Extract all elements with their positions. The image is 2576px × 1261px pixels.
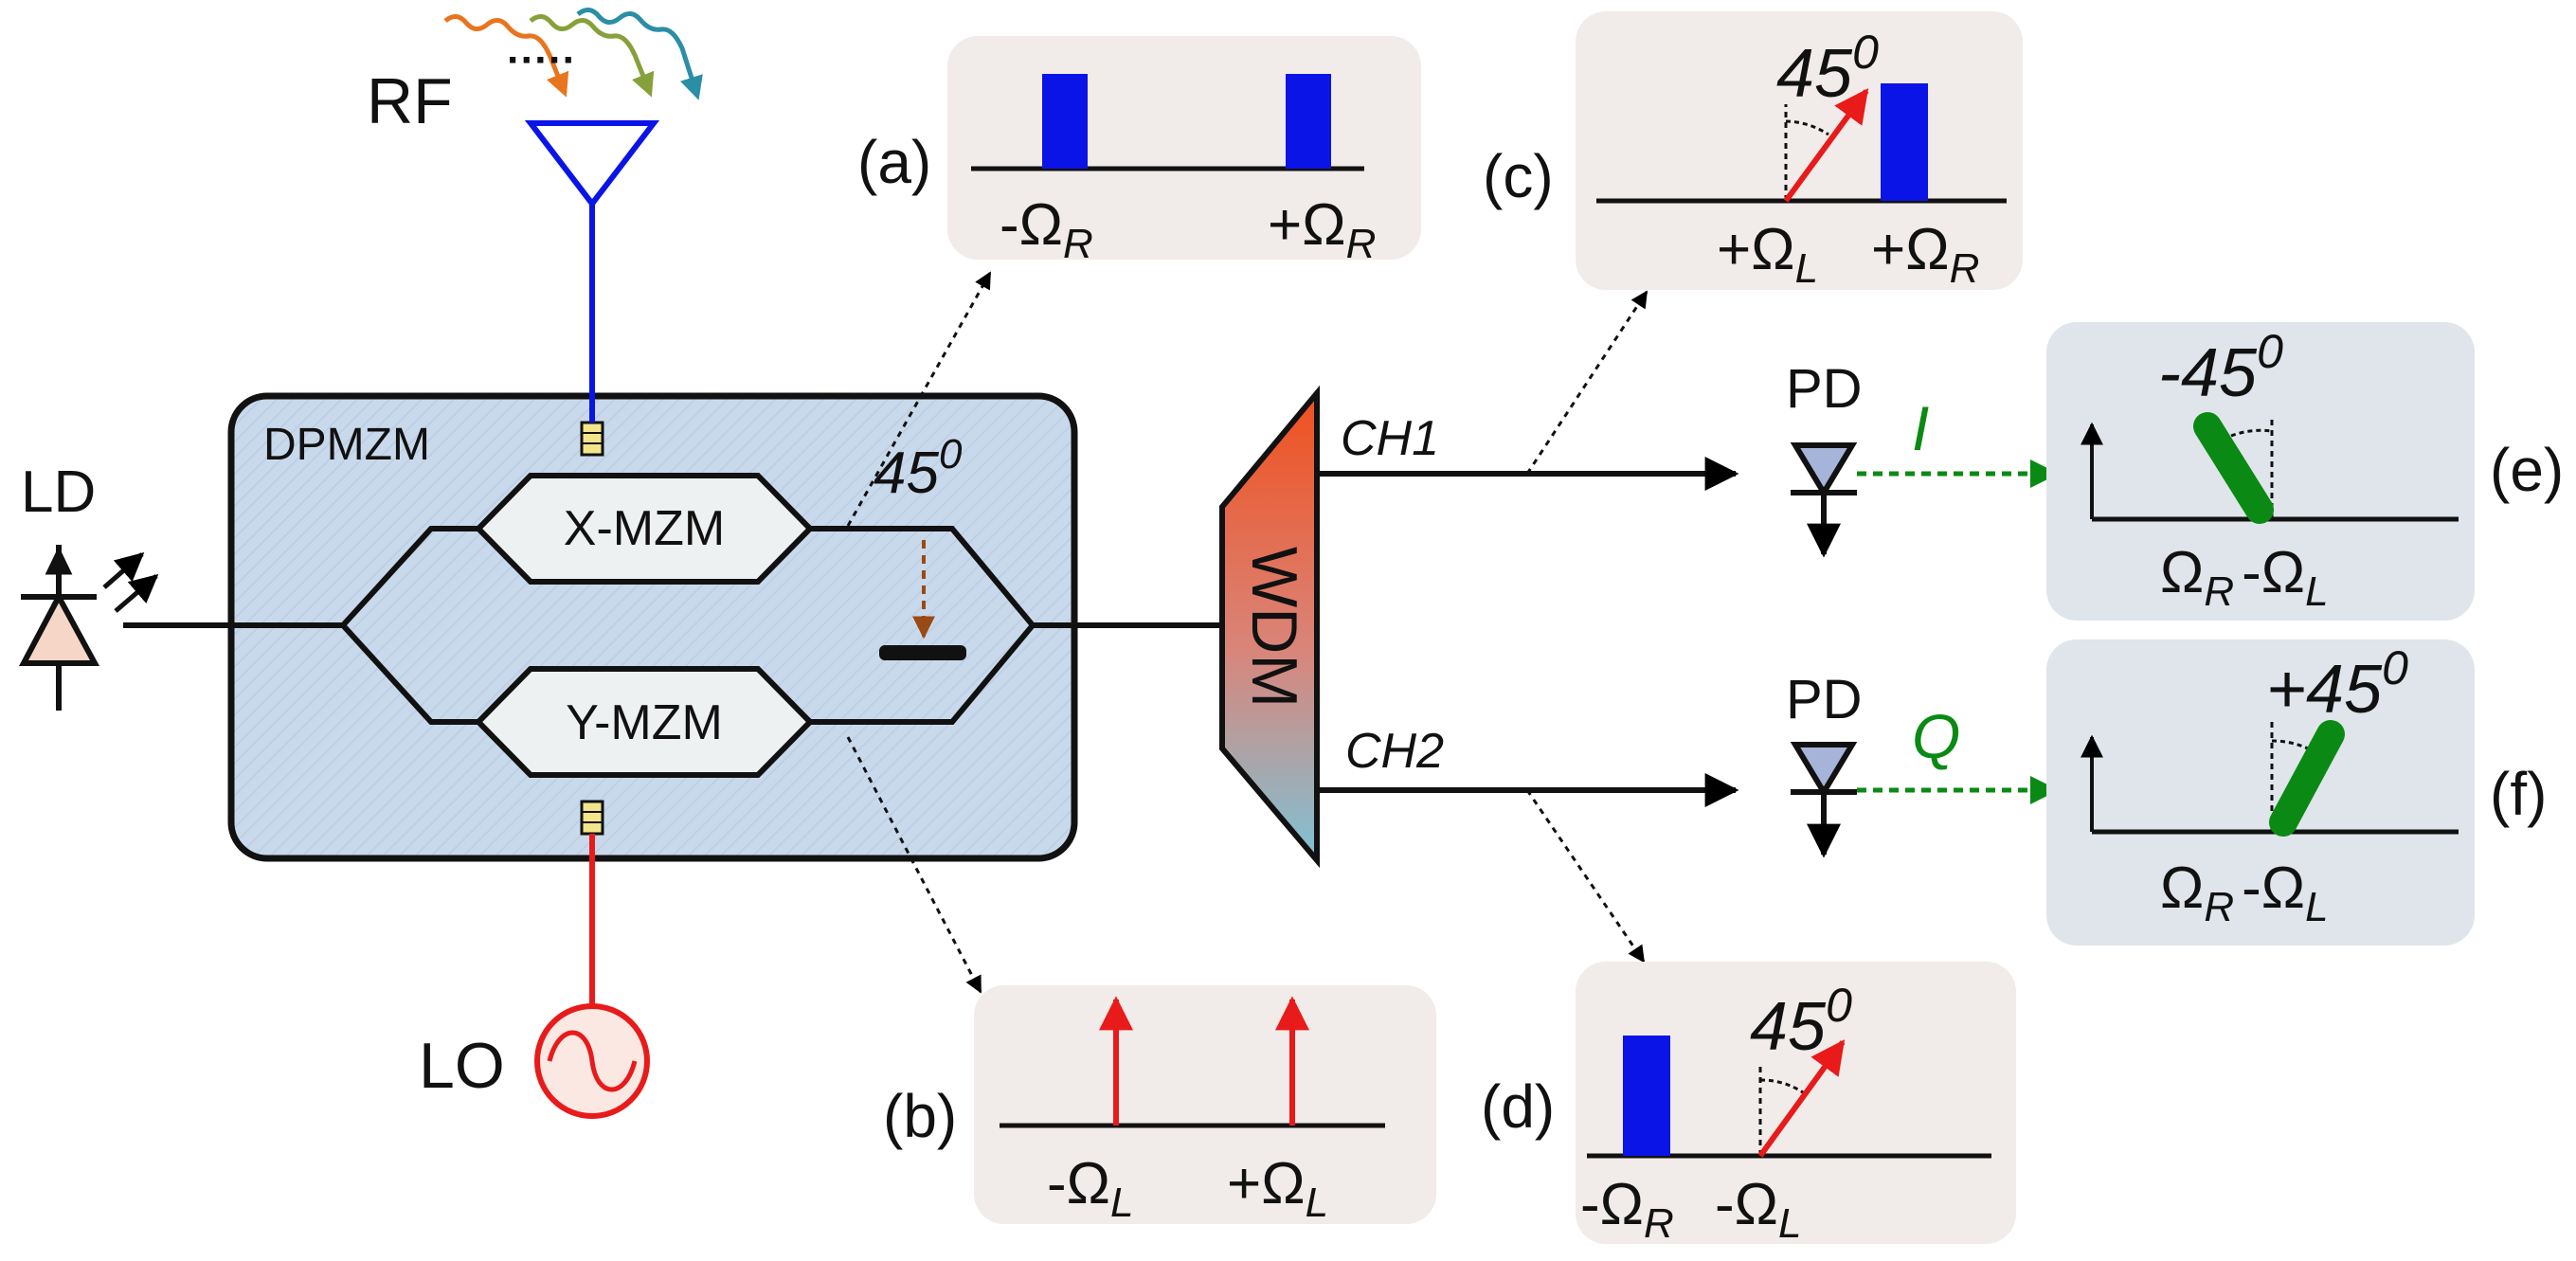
i-phasor bbox=[2193, 412, 2274, 524]
i-output-label: I bbox=[1912, 393, 1929, 463]
laser-diode: LD bbox=[19, 459, 159, 711]
panel-a-right-marker: +ΩR bbox=[1268, 192, 1376, 267]
ld-label: LD bbox=[21, 459, 96, 525]
panel-f-bg bbox=[2046, 640, 2475, 946]
rf-wave-olive bbox=[529, 14, 655, 98]
rf-sideband-bar bbox=[1881, 83, 1928, 201]
panel-d-angle: 450 bbox=[1750, 979, 1852, 1065]
wdm-label: WDM bbox=[1238, 547, 1310, 708]
panel-b-right-marker: +ΩL bbox=[1227, 1151, 1328, 1226]
phase-angle-label: 450 bbox=[874, 431, 963, 506]
panel-a: (a) -ΩR +ΩR bbox=[857, 36, 1421, 267]
ch1-label: CH1 bbox=[1341, 411, 1439, 466]
rf-sideband-bar bbox=[1286, 74, 1331, 169]
panel-b-left-marker: -ΩL bbox=[1047, 1151, 1133, 1226]
rf-wave-teal bbox=[576, 8, 703, 100]
panel-b: (b) -ΩL +ΩL bbox=[883, 985, 1436, 1226]
panel-f: +450 (f) ΩR-ΩL bbox=[2046, 640, 2547, 946]
panel-b-tag: (b) bbox=[883, 1082, 957, 1150]
photodiode-icon bbox=[1790, 442, 1858, 498]
y-electrode bbox=[580, 800, 604, 836]
panel-d-right-marker: -ΩL bbox=[1715, 1172, 1801, 1247]
phase-shifter bbox=[879, 645, 966, 660]
photodetector-2: PD Q bbox=[1786, 669, 2059, 858]
panel-e-bg bbox=[2046, 322, 2475, 621]
rf-antenna: RF ····· bbox=[367, 8, 703, 423]
laser-diode-icon bbox=[19, 590, 100, 666]
panel-f-axis-label: ΩR-ΩL bbox=[2160, 856, 2329, 930]
lo-phasor-arrow bbox=[1783, 88, 1869, 203]
lo-source: LO bbox=[419, 834, 650, 1119]
panel-c-tag: (c) bbox=[1483, 142, 1554, 210]
y-mzm bbox=[474, 666, 815, 778]
q-output-label: Q bbox=[1912, 701, 1960, 771]
dpmzm-label: DPMZM bbox=[263, 420, 430, 470]
rf-label: RF bbox=[367, 65, 453, 137]
panel-b-bg bbox=[974, 985, 1436, 1224]
rf-sideband-bar bbox=[1623, 1036, 1670, 1156]
pd2-label: PD bbox=[1786, 669, 1863, 730]
rf-sideband-bar bbox=[1042, 74, 1088, 169]
panel-a-tag: (a) bbox=[857, 128, 931, 196]
panel-d-left-marker: -ΩR bbox=[1580, 1172, 1674, 1247]
panel-c-left-marker: +ΩL bbox=[1717, 217, 1818, 292]
panel-c-angle: 450 bbox=[1776, 26, 1879, 112]
x-electrode bbox=[580, 421, 604, 457]
pd1-label: PD bbox=[1786, 358, 1863, 420]
x-mzm bbox=[474, 473, 815, 585]
photodiode-icon bbox=[1790, 742, 1858, 798]
lo-phasor-arrow bbox=[1757, 1039, 1846, 1158]
rf-wave-orange bbox=[443, 14, 569, 98]
rf-ellipsis: ····· bbox=[507, 37, 576, 83]
x-mzm-label: X-MZM bbox=[564, 501, 725, 556]
ch2-label: CH2 bbox=[1345, 724, 1444, 779]
antenna-icon bbox=[524, 120, 660, 208]
lo-label: LO bbox=[419, 1030, 505, 1102]
panel-e-axis-label: ΩR-ΩL bbox=[2160, 540, 2329, 615]
panel-f-angle: +450 bbox=[2266, 641, 2408, 728]
photodetector-1: PD I bbox=[1786, 358, 2059, 558]
panel-e: -450 (e) ΩR-ΩL bbox=[2046, 322, 2564, 621]
q-phasor bbox=[2269, 720, 2345, 837]
dpmzm-block: DPMZM X-MZM Y-MZM 450 bbox=[123, 392, 1222, 862]
panel-d: 450 (d) -ΩR -ΩL bbox=[1481, 962, 2016, 1247]
panel-c-bg bbox=[1576, 11, 2023, 290]
panel-e-angle: -450 bbox=[2158, 325, 2283, 411]
panel-e-tag: (e) bbox=[2490, 436, 2564, 504]
y-mzm-label: Y-MZM bbox=[566, 695, 723, 750]
panel-c-right-marker: +ΩR bbox=[1871, 217, 1979, 292]
panel-d-tag: (d) bbox=[1481, 1072, 1555, 1141]
wdm: WDM bbox=[1219, 385, 1320, 869]
panel-c: 450 (c) +ΩL +ΩR bbox=[1483, 11, 2023, 292]
wdm-body bbox=[1219, 385, 1320, 869]
panel-f-tag: (f) bbox=[2490, 760, 2547, 828]
callout-lines bbox=[846, 271, 1648, 994]
panel-a-left-marker: -ΩR bbox=[1000, 192, 1093, 267]
